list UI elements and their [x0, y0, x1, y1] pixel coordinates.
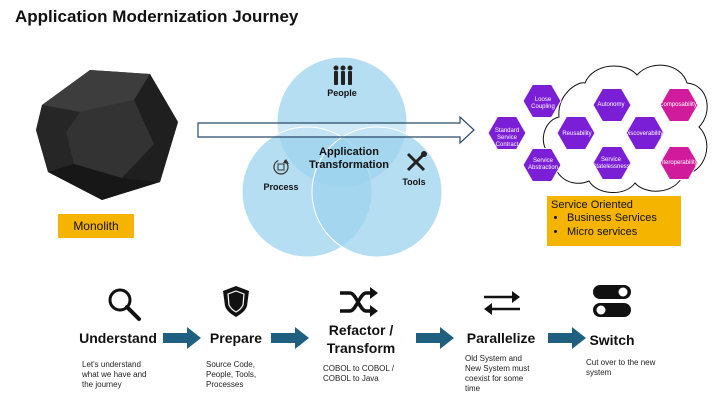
swap-arrows-icon	[484, 291, 520, 315]
hex-label-discoverability: Discoverability	[624, 131, 664, 137]
hex-autonomy	[592, 88, 632, 122]
venn-process-label: Process	[263, 182, 299, 192]
toggle-switch-icon	[593, 285, 631, 317]
venn-people-label: People	[327, 88, 357, 98]
step-title-parallelize: Parallelize	[466, 330, 536, 346]
step-arrow	[271, 327, 309, 349]
hex-label-reusability: Reusability	[562, 131, 592, 137]
step-title-prepare: Prepare	[209, 330, 263, 346]
tools-circle	[311, 126, 443, 258]
step-title-switch: Switch	[589, 332, 635, 348]
transformation-arrow	[197, 115, 475, 145]
hex-service-statelessness	[592, 146, 632, 180]
search-icon	[108, 288, 141, 321]
service-oriented-box: Service Oriented Business Services Micro…	[547, 196, 681, 246]
transformation-venn	[241, 56, 443, 258]
venn-center-label: Application Transformation	[308, 146, 390, 171]
hex-label-autonomy: Autonomy	[597, 102, 625, 108]
hex-loose-coupling	[522, 84, 562, 118]
hex-standard-service-contract	[487, 116, 527, 150]
step-arrow	[548, 327, 586, 349]
hex-label-composability: Composability	[659, 102, 697, 108]
tools-icon	[406, 151, 427, 172]
hex-interoperability	[659, 146, 699, 180]
service-oriented-item: Micro services	[567, 225, 681, 239]
step-title-understand: Understand	[79, 330, 157, 346]
step-arrow	[416, 327, 454, 349]
page-title: Application Modernization Journey	[15, 7, 299, 26]
monolith-dodecahedron-image	[36, 70, 178, 200]
process-cycle-icon	[273, 159, 289, 175]
soa-hexagon-cluster	[487, 64, 708, 193]
hex-composability	[659, 88, 699, 122]
service-oriented-heading: Service Oriented	[551, 199, 633, 211]
people-icon	[333, 65, 353, 85]
monolith-label: Monolith	[58, 214, 134, 238]
step-title-refactor: Refactor / Transform	[326, 322, 396, 356]
hex-service-abstraction	[522, 148, 562, 182]
venn-tools-label: Tools	[402, 177, 426, 187]
step-desc-refactor: COBOL to COBOL /COBOL to Java	[323, 364, 394, 383]
hex-discoverability	[625, 116, 665, 150]
hex-label-interoperability: Interoperability	[658, 160, 698, 166]
hex-reusability	[556, 116, 596, 150]
service-oriented-item: Business Services	[567, 211, 681, 225]
shield-icon	[223, 286, 249, 317]
shuffle-icon	[340, 287, 378, 317]
step-desc-prepare: Source Code,People, Tools,Processes	[206, 360, 257, 389]
step-arrow	[163, 327, 201, 349]
